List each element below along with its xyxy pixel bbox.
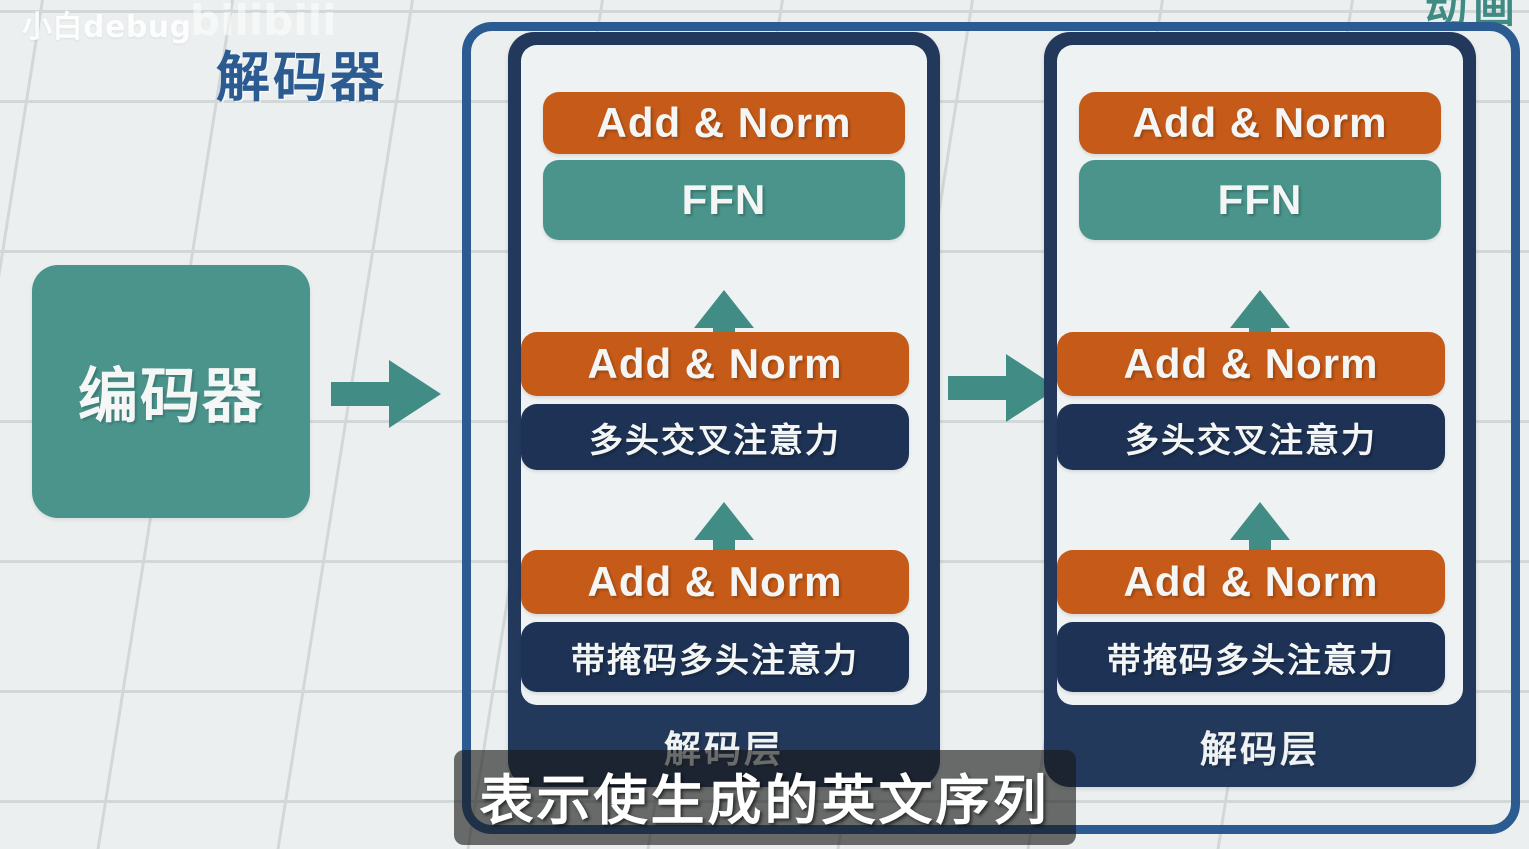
block-multi-head-cross-attention-layer-1: 多头交叉注意力: [521, 404, 909, 470]
decoder-layer-1: Add & Norm FFN Add & Norm 多头交叉注意力 Add & …: [508, 32, 940, 787]
block-multi-head-cross-attention-layer-2: 多头交叉注意力: [1057, 404, 1445, 470]
arrow-shaft: [331, 382, 397, 406]
arrow-head: [694, 290, 754, 328]
watermark: 小白debug: [22, 10, 192, 45]
block-add-norm-2-layer-1: Add & Norm: [521, 332, 909, 396]
encoder-label: 编码器: [78, 363, 264, 430]
arrow-head: [694, 502, 754, 540]
block-ffn-layer-2: FFN: [1079, 160, 1441, 240]
arrow-head: [389, 360, 441, 428]
block-masked-multi-head-attention-layer-1: 带掩码多头注意力: [521, 622, 909, 692]
arrow-head: [1230, 502, 1290, 540]
page-title: 解码器: [216, 48, 387, 108]
encoder-box: 编码器: [32, 265, 310, 518]
subtitle-text: 表示使生成的英文序列: [479, 771, 1050, 831]
decoder-layer-2: Add & Norm FFN Add & Norm 多头交叉注意力 Add & …: [1044, 32, 1476, 787]
watermark-ghost: bilibili: [190, 0, 337, 45]
block-add-norm-1-layer-1: Add & Norm: [521, 550, 909, 614]
arrow-right-icon-encoder-to-decoder: [331, 358, 441, 428]
decoder-layer-2-caption: 解码层: [1200, 729, 1320, 770]
block-ffn-layer-1: FFN: [543, 160, 905, 240]
arrow-shaft: [948, 376, 1014, 400]
grid-line-horizontal: [0, 10, 1529, 13]
block-add-norm-3-layer-2: Add & Norm: [1079, 92, 1441, 154]
arrow-right-icon-between-layers: [948, 352, 1058, 422]
subtitle-band: 表示使生成的英文序列: [453, 750, 1076, 845]
arrow-head: [1230, 290, 1290, 328]
block-add-norm-3-layer-1: Add & Norm: [543, 92, 905, 154]
block-add-norm-1-layer-2: Add & Norm: [1057, 550, 1445, 614]
block-masked-multi-head-attention-layer-2: 带掩码多头注意力: [1057, 622, 1445, 692]
block-add-norm-2-layer-2: Add & Norm: [1057, 332, 1445, 396]
